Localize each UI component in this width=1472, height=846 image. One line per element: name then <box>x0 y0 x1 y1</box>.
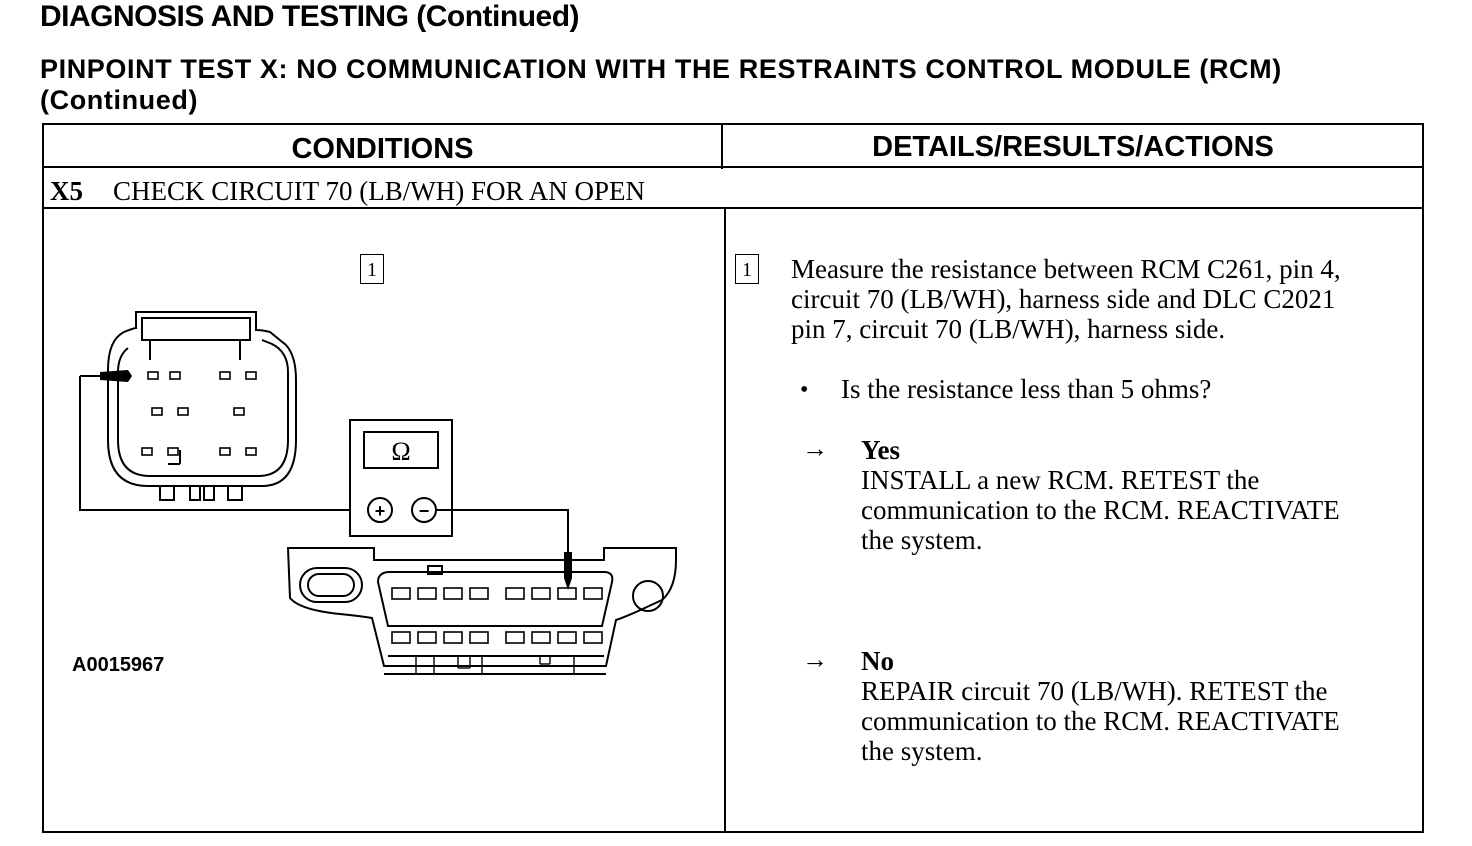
plus-symbol: + <box>375 501 386 521</box>
question-text: Is the resistance less than 5 ohms? <box>841 374 1212 404</box>
no-label: No <box>861 646 894 676</box>
yes-label: Yes <box>861 435 900 465</box>
step-title: CHECK CIRCUIT 70 (LB/WH) FOR AN OPEN <box>113 176 646 206</box>
dlc-connector-c2021 <box>286 547 677 675</box>
question-bullet: • <box>800 377 809 403</box>
yes-line-2: communication to the RCM. REACTIVATE <box>861 495 1340 525</box>
step-number-box: 1 <box>735 254 759 284</box>
meter-positive-terminal <box>367 497 393 523</box>
step-row-divider <box>44 207 1422 209</box>
body-column-divider <box>724 209 726 831</box>
test-lead-dlc <box>436 509 572 590</box>
step-row: X5 CHECK CIRCUIT 70 (LB/WH) FOR AN OPEN <box>50 171 645 211</box>
step-id: X5 <box>50 176 83 206</box>
instruction-line-2: circuit 70 (LB/WH), harness side and DLC… <box>791 284 1336 314</box>
yes-line-1: INSTALL a new RCM. RETEST the <box>861 465 1260 495</box>
figure-callout-1: 1 <box>360 254 384 284</box>
details-header: DETAILS/RESULTS/ACTIONS <box>872 131 1274 163</box>
conditions-header: CONDITIONS <box>291 133 474 165</box>
pinpoint-test-title-line1: PINPOINT TEST X: NO COMMUNICATION WITH T… <box>40 54 1282 84</box>
rcm-connector-c261 <box>107 311 297 501</box>
page-title: DIAGNOSIS AND TESTING (Continued) <box>40 0 580 33</box>
instruction-text: Measure the resistance between RCM C261,… <box>791 254 1341 344</box>
no-line-2: communication to the RCM. REACTIVATE <box>861 706 1340 736</box>
test-lead-rcm <box>79 370 366 511</box>
ohm-symbol: Ω <box>391 437 410 466</box>
instruction-line-3: pin 7, circuit 70 (LB/WH), harness side. <box>791 314 1226 344</box>
ohmmeter <box>349 419 453 537</box>
pinpoint-test-title: PINPOINT TEST X: NO COMMUNICATION WITH T… <box>40 54 1430 116</box>
header-row-divider <box>44 166 1422 168</box>
yes-result: Yes INSTALL a new RCM. RETEST the commun… <box>861 435 1340 555</box>
pinpoint-test-title-line2: (Continued) <box>40 85 199 115</box>
header-column-divider <box>721 125 723 169</box>
yes-line-3: the system. <box>861 525 983 555</box>
no-result: No REPAIR circuit 70 (LB/WH). RETEST the… <box>861 646 1340 766</box>
figure-id: A0015967 <box>72 654 165 676</box>
no-line-3: the system. <box>861 736 983 766</box>
yes-arrow: → <box>802 434 828 463</box>
instruction-line-1: Measure the resistance between RCM C261,… <box>791 254 1341 284</box>
pinpoint-test-table: CONDITIONS DETAILS/RESULTS/ACTIONS X5 CHE… <box>42 123 1424 833</box>
minus-symbol: − <box>419 501 430 521</box>
no-line-1: REPAIR circuit 70 (LB/WH). RETEST the <box>861 676 1328 706</box>
no-arrow: → <box>802 645 828 674</box>
